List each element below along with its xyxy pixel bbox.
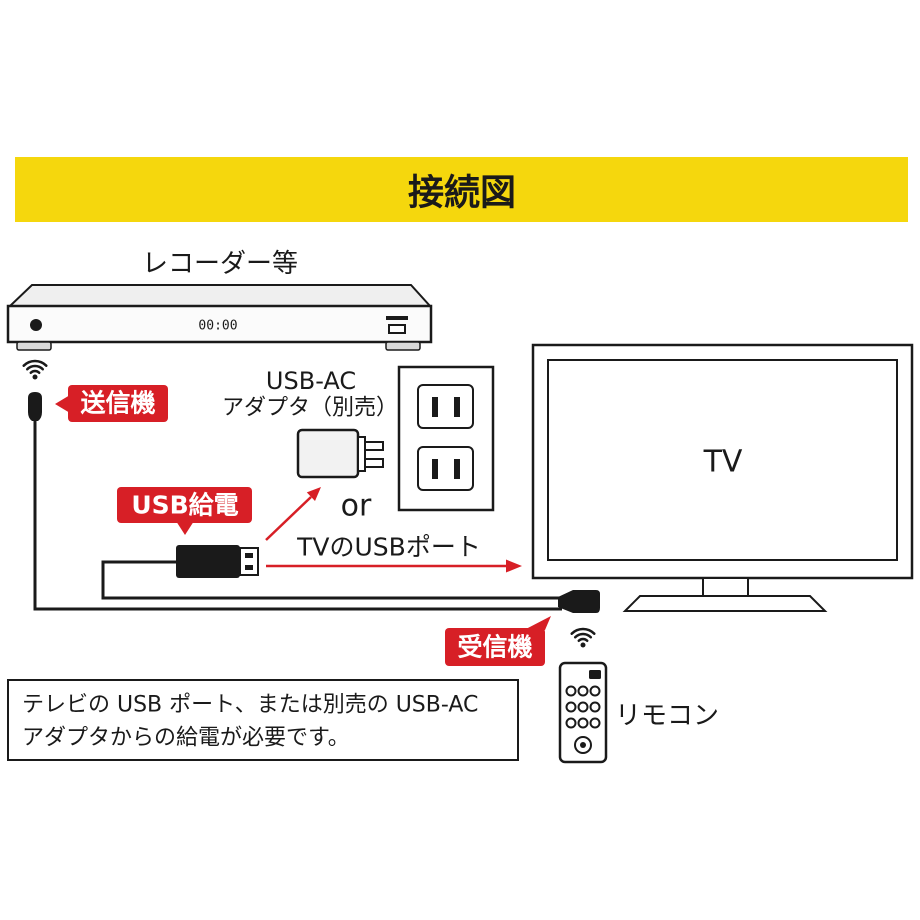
- receiver-signal-dot: [580, 642, 586, 648]
- card-slot-icon: [386, 316, 408, 320]
- usb-plug-contact-bottom: [245, 565, 253, 570]
- tv-screen: [547, 359, 898, 561]
- usb-plug-body: [176, 545, 240, 578]
- usb-plug-contact-top: [245, 553, 253, 558]
- arrow-to-tv-usb-port-head: [506, 559, 522, 573]
- ir-signal-dot: [32, 374, 38, 380]
- remote-button: [589, 701, 601, 713]
- receiver-badge-pointer: [524, 616, 551, 630]
- recorder-label: レコーダー等: [142, 249, 298, 279]
- ac-adapter-body: [296, 428, 360, 479]
- transmitter-badge-pointer: [55, 395, 70, 413]
- wall-outlet-socket-bottom-slot-right: [454, 459, 460, 479]
- usb-power-badge: USB給電: [117, 487, 252, 535]
- usb-plug-connector: [239, 547, 259, 576]
- usb-power-cable: [101, 560, 562, 600]
- remote-control-icon: [558, 661, 608, 764]
- transmitter-badge-label: 送信機: [80, 389, 155, 418]
- wall-outlet-icon: [397, 365, 495, 512]
- usb-power-badge-background: [117, 487, 252, 523]
- ac-adapter-icon: [296, 428, 384, 479]
- tv-label: TV: [703, 445, 743, 480]
- arrow-to-adapter-head: [306, 487, 321, 501]
- tv-stand-neck: [702, 577, 749, 597]
- adapter-label-line2: アダプタ（別売）: [222, 396, 398, 421]
- arrow-to-adapter-shaft: [265, 496, 312, 541]
- ac-adapter-prong-bottom: [364, 458, 384, 468]
- wall-outlet-socket-bottom-slot-left: [432, 459, 438, 479]
- usb-power-badge-pointer: [176, 521, 194, 535]
- ir-signal-arc-small: [29, 369, 41, 375]
- remote-button: [577, 701, 589, 713]
- remote-button: [589, 685, 601, 697]
- transmitter-cable: [33, 420, 562, 611]
- ac-adapter-prong-top: [364, 441, 384, 451]
- receiver-signal-arc-medium: [573, 632, 593, 639]
- receiver-signal-icon: [570, 627, 596, 648]
- receiver-badge: 受信機: [445, 616, 551, 666]
- wall-outlet-socket-top: [417, 384, 474, 429]
- wall-outlet-socket-top-slot-right: [454, 397, 460, 417]
- remote-button: [565, 717, 577, 729]
- remote-button: [565, 701, 577, 713]
- wall-outlet-socket-bottom: [417, 446, 474, 491]
- usb-plug-icon: [176, 545, 259, 578]
- arrow-to-adapter: [265, 487, 321, 541]
- arrow-to-tv-usb-port: [266, 559, 522, 573]
- remote-button: [589, 717, 601, 729]
- remote-button: [577, 717, 589, 729]
- transmitter-badge: 送信機: [55, 385, 168, 422]
- recorder-front-panel: [6, 304, 433, 344]
- ir-signal-arc-medium: [25, 364, 45, 371]
- note-box: テレビの USB ポート、または別売の USB-AC アダプタからの給電が必要で…: [7, 679, 519, 761]
- title-banner: 接続図: [15, 157, 908, 222]
- wall-outlet-socket-top-slot-left: [432, 397, 438, 417]
- recorder-left-foot: [16, 341, 52, 351]
- or-text: or: [341, 489, 372, 524]
- tv-stand-base: [622, 595, 828, 612]
- note-line-2: アダプタからの給電が必要です。: [22, 726, 350, 751]
- transmitter-icon: [28, 392, 42, 421]
- recorder-top-face: [7, 284, 433, 307]
- receiver-signal-arc-small: [577, 637, 589, 643]
- remote-dial-inner: [580, 742, 586, 748]
- remote-power-button: [589, 670, 601, 679]
- note-line-1: テレビの USB ポート、または別売の USB-AC: [22, 693, 478, 718]
- note-box-frame: [7, 679, 519, 761]
- page-title: 接続図: [408, 173, 516, 214]
- receiver-badge-background: [445, 628, 545, 666]
- disc-tray-icon: [388, 324, 406, 334]
- recorder-clock-display: 00:00: [198, 319, 237, 334]
- receiver-badge-label: 受信機: [457, 633, 532, 662]
- transmitter-badge-background: [68, 385, 168, 422]
- ac-adapter-prong-base: [357, 436, 366, 472]
- adapter-label-line1: USB-AC: [266, 367, 356, 395]
- remote-label: リモコン: [615, 701, 719, 731]
- recorder-right-foot: [385, 341, 421, 351]
- receiver-icon: [558, 590, 600, 613]
- title-banner-background: [15, 157, 908, 222]
- tv-usb-port-label: TVのUSBポート: [296, 533, 481, 562]
- remote-button: [565, 685, 577, 697]
- recorder: レコーダー等 00:00: [6, 249, 433, 351]
- tv: TV: [531, 343, 914, 612]
- receiver-signal-arc-large: [570, 627, 596, 635]
- usb-power-badge-label: USB給電: [131, 491, 238, 520]
- ir-signal-icon: [22, 359, 48, 380]
- ir-signal-arc-large: [22, 359, 48, 367]
- power-button-icon: [30, 319, 42, 331]
- remote-button: [577, 685, 589, 697]
